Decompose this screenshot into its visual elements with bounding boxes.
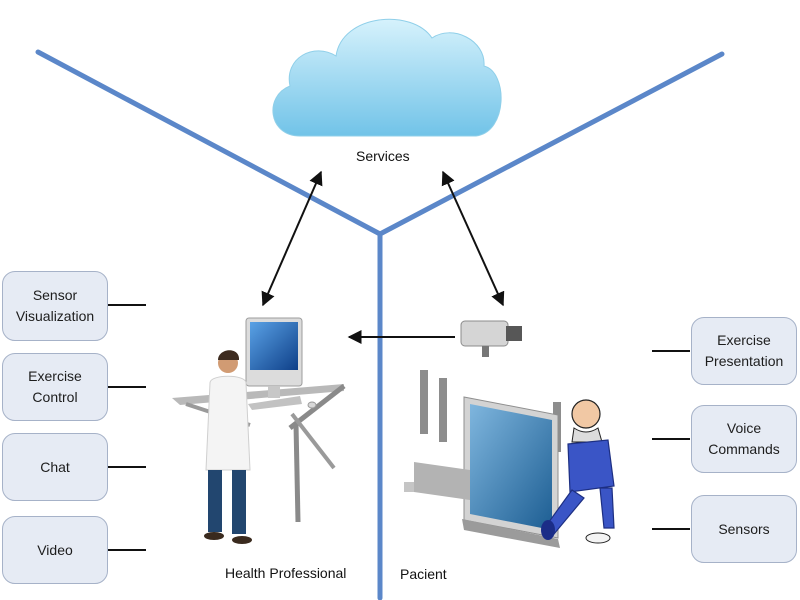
patient-icon (541, 399, 615, 544)
connection-arrows (261, 170, 505, 344)
computer-monitor-icon (245, 317, 317, 410)
feature-sensors: Sensors (691, 495, 797, 563)
feature-exercise-presentation: Exercise Presentation (691, 317, 797, 385)
doctor-icon (204, 350, 252, 544)
tv-monitor-icon (414, 396, 560, 548)
cloud-icon (272, 18, 502, 137)
security-camera-icon (460, 320, 522, 357)
feature-voice-commands: Voice Commands (691, 405, 797, 473)
feature-connectors (108, 304, 690, 551)
divider-left-arm (35, 49, 383, 237)
services-label: Services (356, 148, 410, 164)
arrow-services-camera (441, 170, 505, 307)
feature-chat: Chat (2, 433, 108, 501)
feature-sensor-visualization: Sensor Visualization (2, 271, 108, 341)
feature-exercise-control: Exercise Control (2, 353, 108, 421)
health-professional-label: Health Professional (225, 565, 347, 581)
patient-label: Pacient (400, 566, 447, 582)
divider-lines (35, 49, 725, 600)
divider-right-arm (377, 51, 725, 237)
arrow-doctor-services (261, 170, 323, 307)
feature-video: Video (2, 516, 108, 584)
